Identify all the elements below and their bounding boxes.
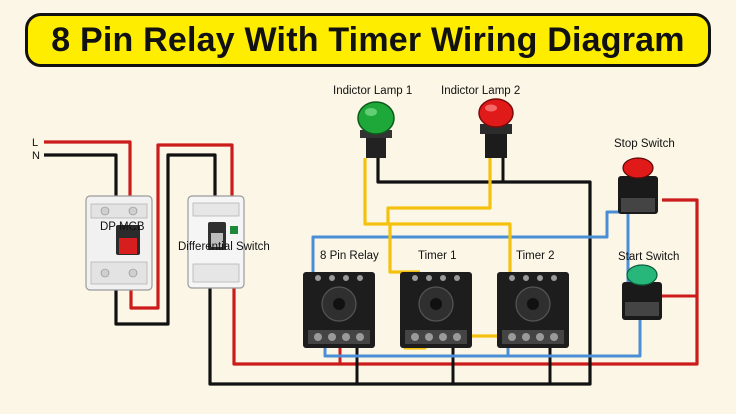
lamp2-label: Indictor Lamp 2	[441, 85, 520, 97]
relay-label: 8 Pin Relay	[320, 250, 379, 262]
relay-base	[303, 272, 375, 348]
mcb-label: DP MCB	[100, 221, 145, 233]
wire-line-input	[44, 140, 132, 198]
line-label: L	[32, 137, 38, 149]
title-banner: 8 Pin Relay With Timer Wiring Diagram	[25, 13, 711, 67]
wire-black-bus	[208, 158, 592, 386]
start-label: Start Switch	[618, 251, 679, 263]
red-lamp-icon	[478, 98, 514, 158]
wire-neutral-input	[44, 153, 118, 198]
differential-switch	[187, 195, 245, 289]
wire-red-bus	[232, 198, 699, 366]
wire-mcb-to-diff-red	[129, 143, 234, 310]
stop-switch-icon	[618, 157, 658, 214]
timer2-base	[497, 272, 569, 348]
green-lamp-icon	[357, 101, 395, 158]
page-title: 8 Pin Relay With Timer Wiring Diagram	[51, 20, 685, 59]
stop-label: Stop Switch	[614, 138, 675, 150]
wire-mcb-to-diff-black	[114, 153, 217, 326]
wires	[44, 140, 699, 386]
start-switch-icon	[622, 264, 662, 320]
wire-blue-start	[323, 318, 642, 358]
timer1-label: Timer 1	[418, 250, 457, 262]
lamp1-label: Indictor Lamp 1	[333, 85, 412, 97]
differential-label: Differential Switch	[178, 241, 270, 253]
neutral-label: N	[32, 150, 40, 162]
dp-mcb	[85, 195, 153, 291]
wire-yellow-lamp2	[386, 158, 492, 224]
timer2-label: Timer 2	[516, 250, 555, 262]
timer1-base	[400, 272, 472, 348]
